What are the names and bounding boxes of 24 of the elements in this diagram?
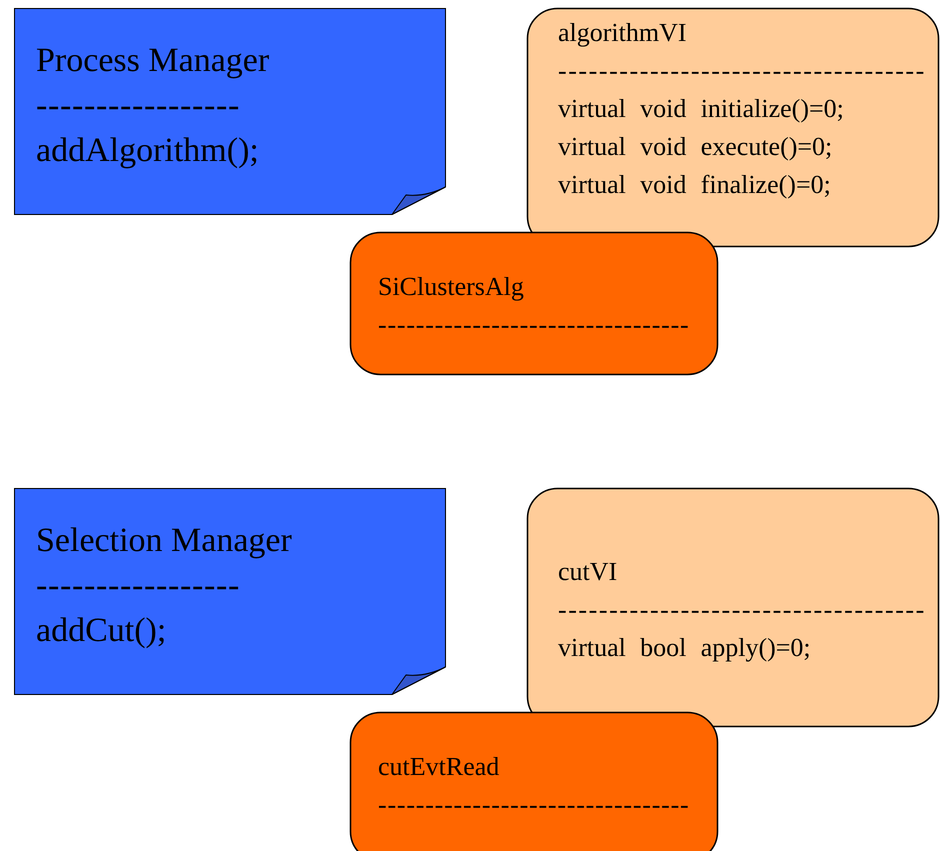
- method-text: addCut();: [36, 611, 166, 651]
- method-text: virtual bool apply()=0;: [558, 632, 811, 664]
- separator-dashes: ------------------------------------: [558, 594, 926, 626]
- separator-dashes: ------------------------------------: [558, 55, 926, 87]
- note-shape: [14, 8, 446, 215]
- class-name-text: SiClustersAlg: [378, 271, 524, 303]
- class-name-text: cutVI: [558, 556, 618, 588]
- note-shape: [14, 488, 446, 695]
- rounded-box: [350, 712, 718, 851]
- separator-dashes: -----------------: [36, 86, 240, 126]
- class-name-text: Process Manager: [36, 41, 270, 81]
- method-text: virtual void initialize()=0;: [558, 93, 844, 125]
- method-text: virtual void execute()=0;: [558, 131, 832, 163]
- separator-dashes: ---------------------------------: [378, 309, 690, 341]
- separator-dashes: -----------------: [36, 566, 240, 606]
- class-name-text: Selection Manager: [36, 521, 292, 561]
- method-text: addAlgorithm();: [36, 131, 259, 171]
- method-text: virtual void finalize()=0;: [558, 169, 831, 201]
- separator-dashes: ---------------------------------: [378, 789, 690, 821]
- rounded-box: [527, 488, 939, 727]
- class-name-text: cutEvtRead: [378, 751, 500, 783]
- rounded-box: [527, 8, 939, 247]
- class-name-text: algorithmVI: [558, 17, 687, 49]
- rounded-box: [350, 232, 718, 375]
